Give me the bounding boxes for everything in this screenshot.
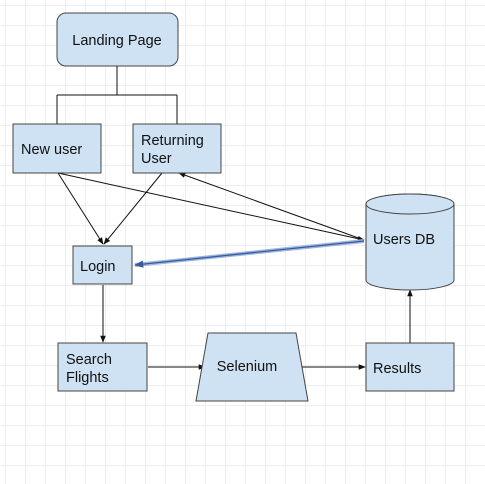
node-landing-page[interactable]: Landing Page (56, 12, 179, 67)
node-label: Returning (141, 133, 204, 149)
node-label: Flights (66, 370, 109, 386)
node-label: Login (80, 259, 115, 275)
edge-usersdb-to-login-core (134, 240, 365, 268)
node-label: Users DB (373, 232, 435, 248)
node-users-db[interactable]: Users DB (365, 193, 455, 291)
node-label: New user (21, 142, 82, 158)
edges (56, 66, 413, 370)
node-label: Landing Page (72, 33, 162, 49)
node-login[interactable]: Login (72, 245, 133, 285)
edge-usersdb-to-returning (178, 172, 365, 241)
node-returning-user[interactable]: Returning User (132, 123, 222, 174)
edge-newuser-to-usersdb (57, 172, 365, 242)
node-selenium[interactable]: Selenium (195, 332, 309, 402)
node-label: Selenium (217, 359, 277, 375)
edge-newuser-to-login (57, 172, 104, 245)
node-label: User (141, 151, 172, 167)
node-label: Search (66, 352, 112, 368)
node-new-user[interactable]: New user (12, 123, 102, 174)
edge-returning-to-login (103, 172, 163, 245)
edge-landing-to-users (56, 66, 178, 124)
node-search-flights[interactable]: Search Flights (57, 342, 148, 392)
node-results[interactable]: Results (365, 342, 455, 392)
node-label: Results (373, 361, 421, 377)
